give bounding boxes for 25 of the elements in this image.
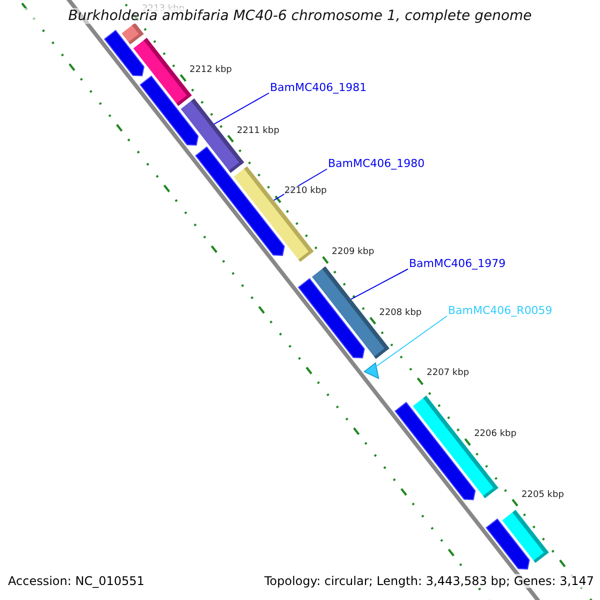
reverse-gene-bar [486,518,530,570]
scale-label: 2211 kbp [236,126,280,136]
reverse-gene-bar [104,30,144,76]
scale-label: 2206 kbp [474,429,516,440]
leader-line [350,268,408,300]
scale-label: 2210 kbp [284,186,327,196]
scale-label: 2212 kbp [189,65,232,76]
scale-label: 2207 kbp [426,368,470,378]
gene-name-label: BamMC406_1981 [270,81,367,94]
leader-line [214,92,270,125]
gene-name-label: BamMC406_R0059 [448,304,552,317]
scale-label: 2208 kbp [379,308,422,318]
gene-feature [363,362,380,380]
reverse-gene-bar [394,402,476,500]
reverse-gene-bar [195,146,285,256]
accession-text: Accession: NC_010551 [8,574,144,588]
leader-line [375,316,448,368]
scale-label: 2209 kbp [332,247,374,258]
scale-label: 2205 kbp [522,490,564,500]
genome-info-text: Topology: circular; Length: 3,443,583 bp; Genes: 3,147 [264,574,594,588]
reverse-gene-bar [140,76,199,146]
gene-bar [122,22,144,44]
reverse-gene-bar [298,278,365,358]
gene-name-label: BamMC406_1980 [328,157,425,170]
gene-name-label: BamMC406_1979 [409,257,506,270]
